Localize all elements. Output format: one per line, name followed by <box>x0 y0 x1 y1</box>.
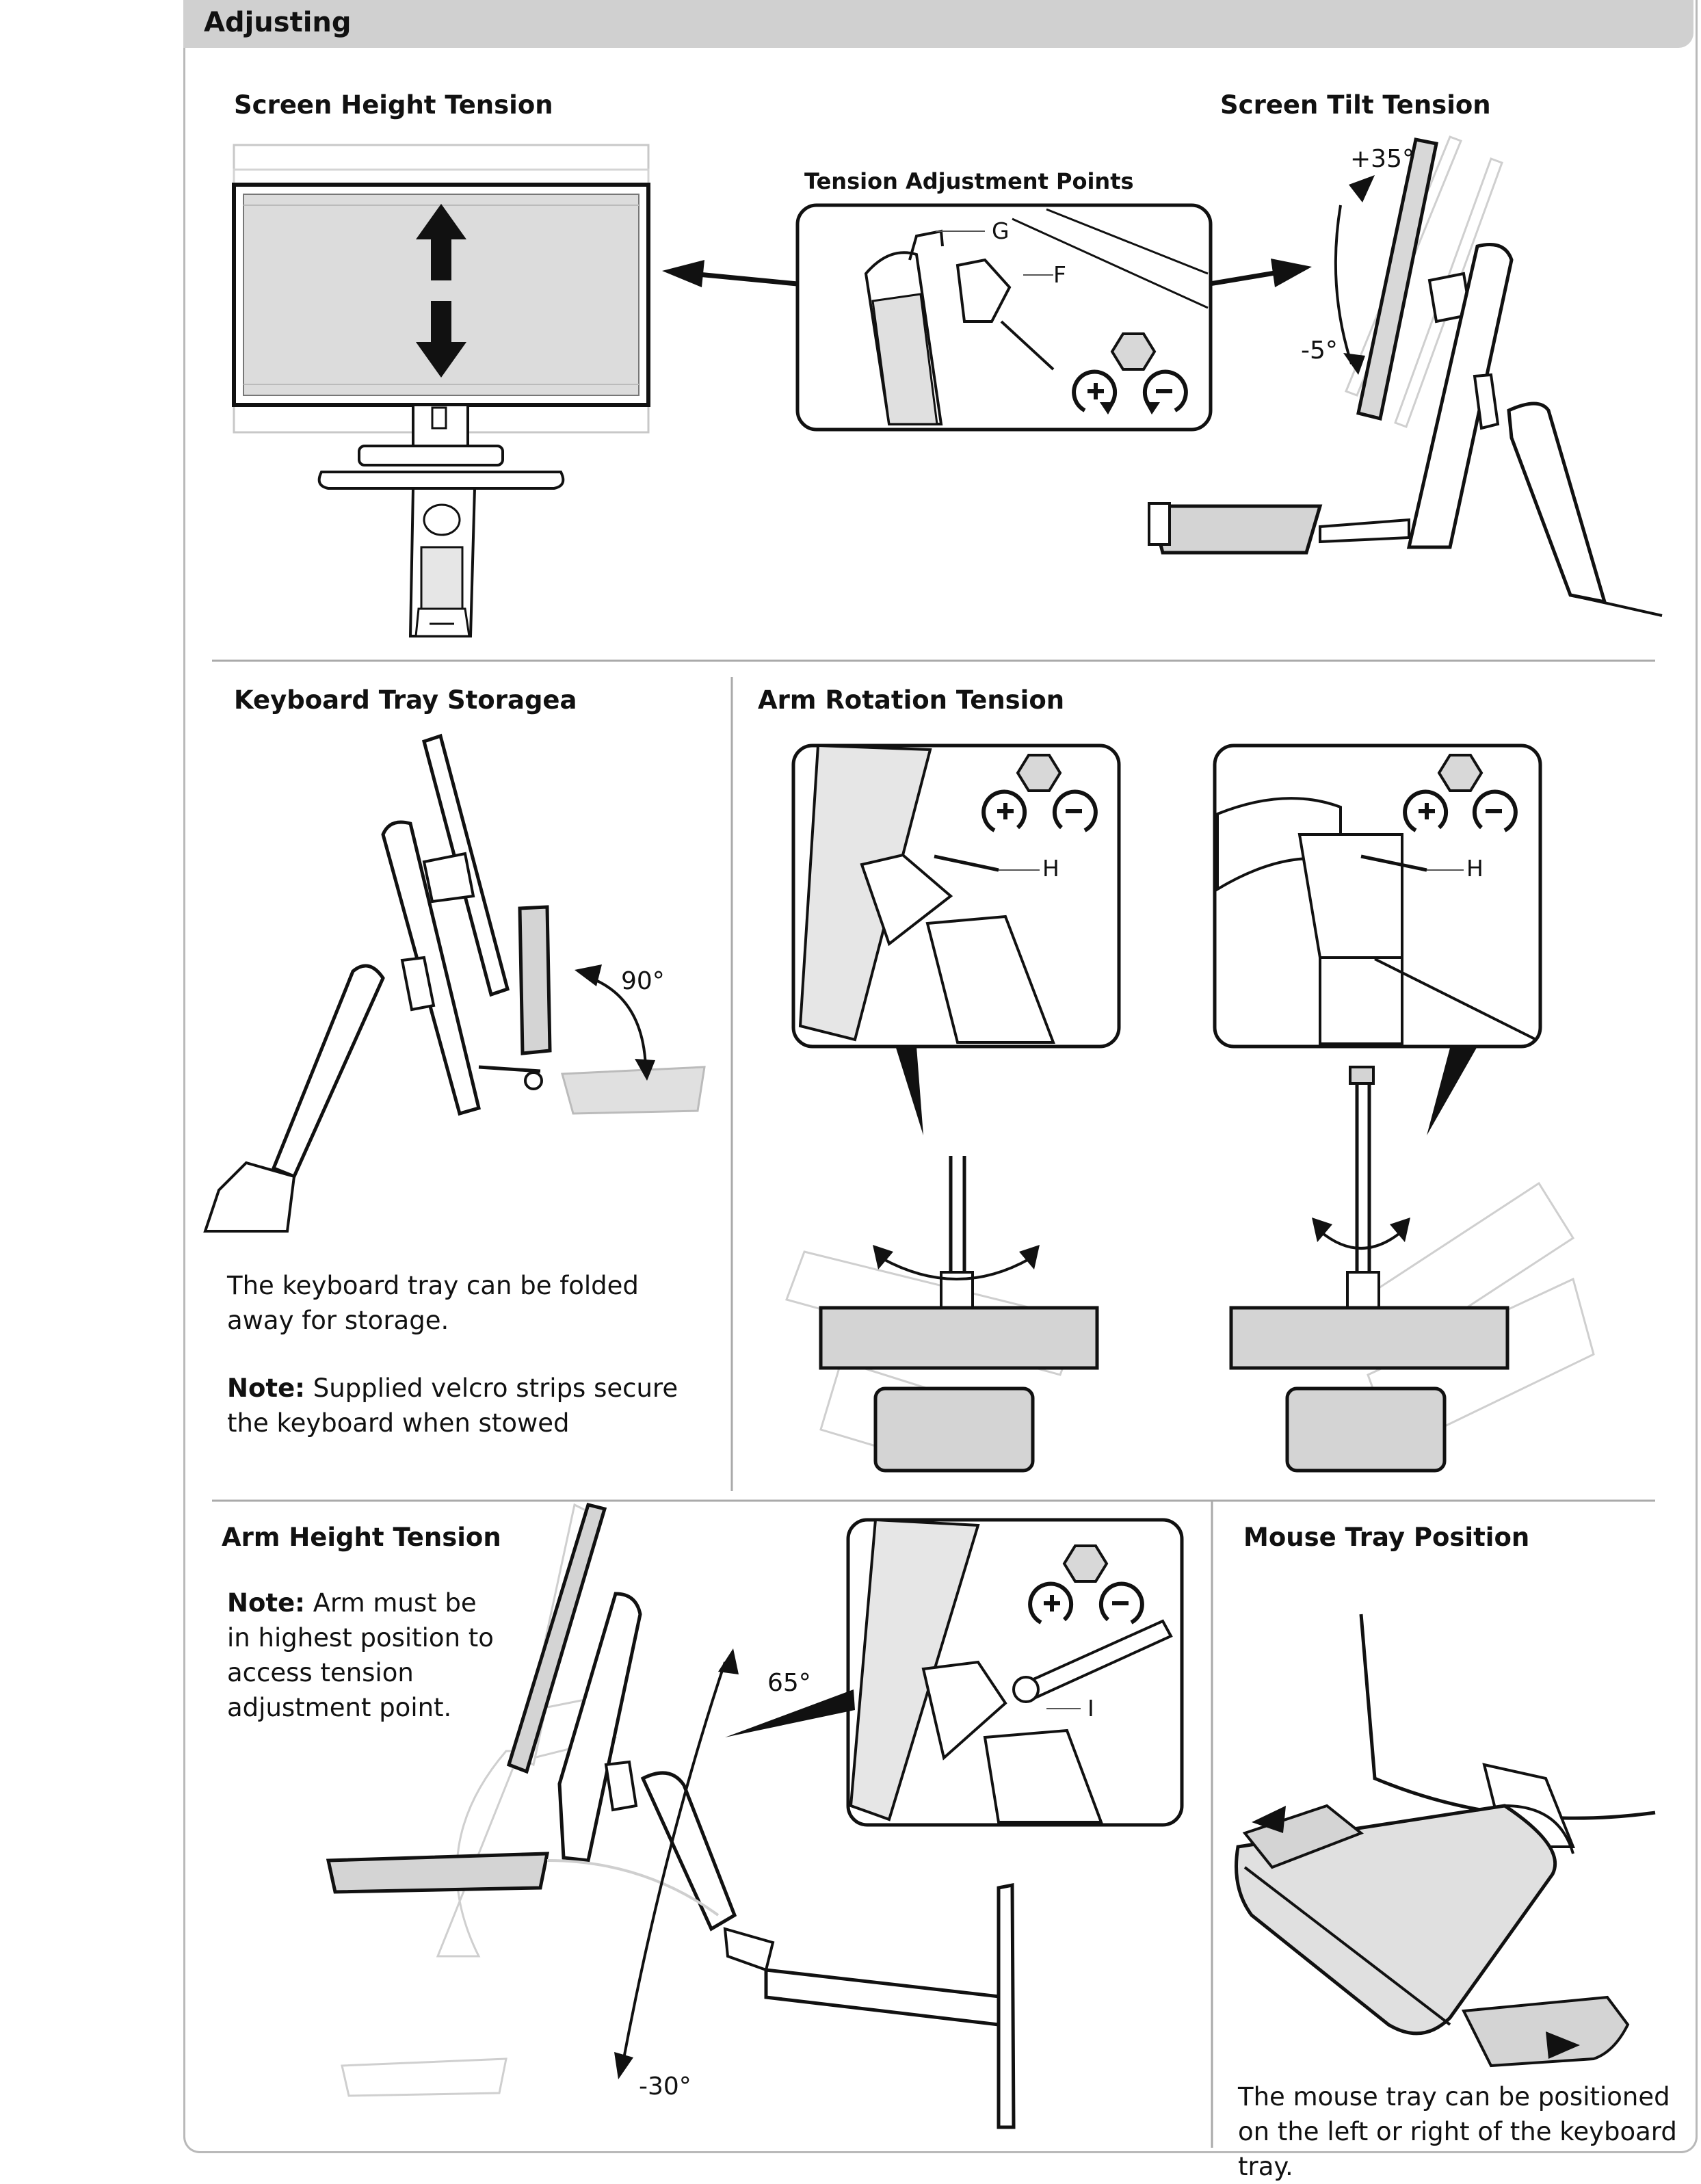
arm-height-note: Note: Arm must be in highest position to… <box>227 1586 501 1725</box>
keyboard-tray-note: Note: Supplied velcro strips secure the … <box>227 1371 706 1440</box>
page-frame <box>183 0 1698 2153</box>
callout-f: F <box>1053 261 1066 288</box>
angle-label-90: 90° <box>621 967 665 995</box>
callout-g: G <box>992 218 1010 244</box>
mouse-tray-text: The mouse tray can be positioned on the … <box>1238 2082 1677 2181</box>
angle-label-65: 65° <box>767 1669 811 1697</box>
section-title-arm-rotation: Arm Rotation Tension <box>758 685 1065 715</box>
header-title: Adjusting <box>204 7 352 38</box>
angle-label-minus5: -5° <box>1301 337 1338 365</box>
section-title-mouse-tray: Mouse Tray Position <box>1243 1523 1530 1552</box>
callout-h-left: H <box>1042 855 1059 882</box>
section-title-screen-height: Screen Height Tension <box>234 90 553 120</box>
note-text: Arm must be in highest position to acces… <box>227 1588 494 1722</box>
note-text: Supplied velcro strips secure the keyboa… <box>227 1373 678 1438</box>
callout-h-right: H <box>1466 855 1484 882</box>
angle-label-minus30: -30° <box>639 2073 691 2101</box>
keyboard-tray-text: The keyboard tray can be folded away for… <box>227 1271 639 1335</box>
section-title-keyboard-tray: Keyboard Tray Storagea <box>234 685 577 715</box>
note-label: Note: <box>227 1373 305 1403</box>
note-label: Note: <box>227 1588 305 1618</box>
section-title-arm-height: Arm Height Tension <box>222 1523 501 1552</box>
header-bar <box>183 0 1693 48</box>
callout-i: I <box>1087 1695 1094 1722</box>
section-title-screen-tilt: Screen Tilt Tension <box>1220 90 1491 120</box>
angle-label-plus35: +35° <box>1350 145 1414 173</box>
inset-title-tension-points: Tension Adjustment Points <box>804 168 1134 194</box>
